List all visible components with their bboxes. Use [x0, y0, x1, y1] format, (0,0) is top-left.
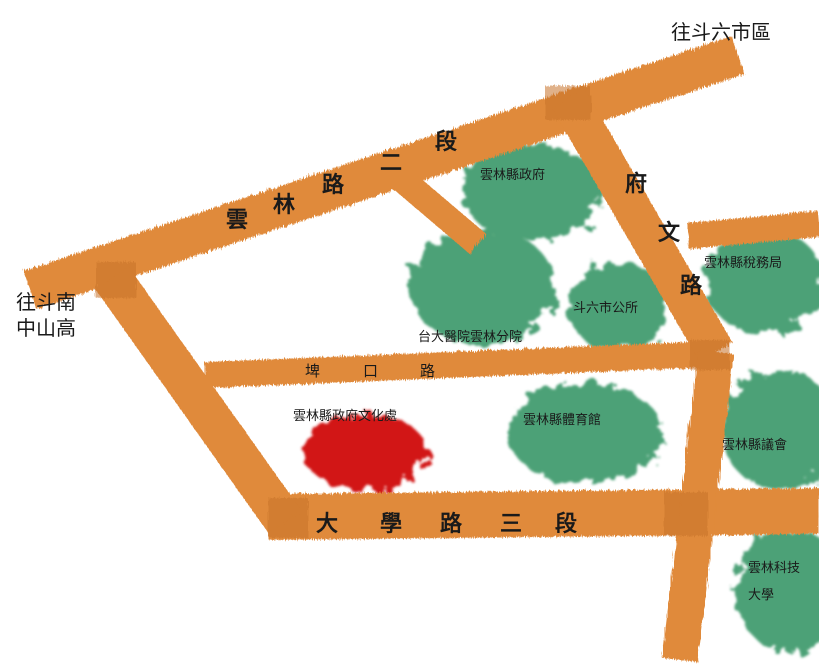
road-label-yunlin-4: 二 — [380, 151, 403, 176]
place-label-douliu-city-office: 斗六市公所 — [573, 301, 639, 316]
road-fuwen — [551, 88, 733, 362]
road-yunlin-sec2 — [23, 36, 745, 309]
road-label-fuwen-3: 路 — [680, 274, 703, 299]
road-label-yunlin-2: 林 — [273, 193, 296, 218]
road-tax-bureau-spur — [686, 211, 819, 249]
road-label-fuwen-1: 府 — [625, 172, 648, 197]
place-label-cultural-affairs-bureau: 雲林縣政府文化處 — [293, 409, 398, 424]
landmark-county-council — [722, 370, 819, 490]
label-to-douliu-south: 往斗南 — [16, 290, 76, 314]
landmark-ntu-hospital — [408, 229, 556, 345]
landmark-cultural-affairs-bureau — [303, 414, 427, 490]
road-label-yunlin-3: 路 — [322, 173, 345, 198]
road-label-daxue-5: 段 — [555, 512, 578, 537]
road-daxue-sec3 — [267, 488, 819, 540]
landmark-douliu-city-office — [568, 263, 668, 351]
place-label-yuntech-2: 大學 — [748, 588, 775, 603]
road-label-yunlin-5: 段 — [435, 130, 458, 155]
landmark-county-gymnasium — [507, 383, 663, 483]
landmark-yuntech — [735, 528, 819, 652]
place-label-yuntech: 雲林科技 — [748, 561, 801, 576]
road-bukou — [204, 341, 715, 388]
place-label-ntu-hospital: 台大醫院雲林分院 — [418, 330, 523, 345]
place-label-tax-bureau: 雲林縣稅務局 — [704, 256, 783, 271]
place-label-county-government: 雲林縣政府 — [480, 168, 546, 183]
label-to-freeway: 中山高 — [16, 316, 76, 340]
road-label-bukou-3: 路 — [420, 362, 436, 380]
label-to-douliu-city: 往斗六市區 — [671, 20, 771, 44]
road-label-yunlin-1: 雲 — [226, 208, 249, 233]
road-label-fuwen-2: 文 — [658, 221, 681, 246]
road-label-daxue-2: 學 — [380, 512, 403, 537]
road-connector-north — [389, 166, 487, 254]
road-label-daxue-4: 三 — [500, 512, 523, 537]
road-west-diagonal — [95, 266, 302, 534]
road-label-bukou-2: 口 — [363, 362, 379, 380]
place-label-county-council: 雲林縣議會 — [722, 438, 788, 453]
road-label-bukou-1: 埤 — [305, 362, 321, 380]
road-label-daxue-1: 大 — [316, 512, 339, 537]
road-label-daxue-3: 路 — [440, 512, 463, 537]
landmark-county-government — [462, 144, 602, 240]
landmark-tax-bureau — [705, 230, 819, 334]
place-label-county-gymnasium: 雲林縣體育館 — [523, 413, 602, 428]
